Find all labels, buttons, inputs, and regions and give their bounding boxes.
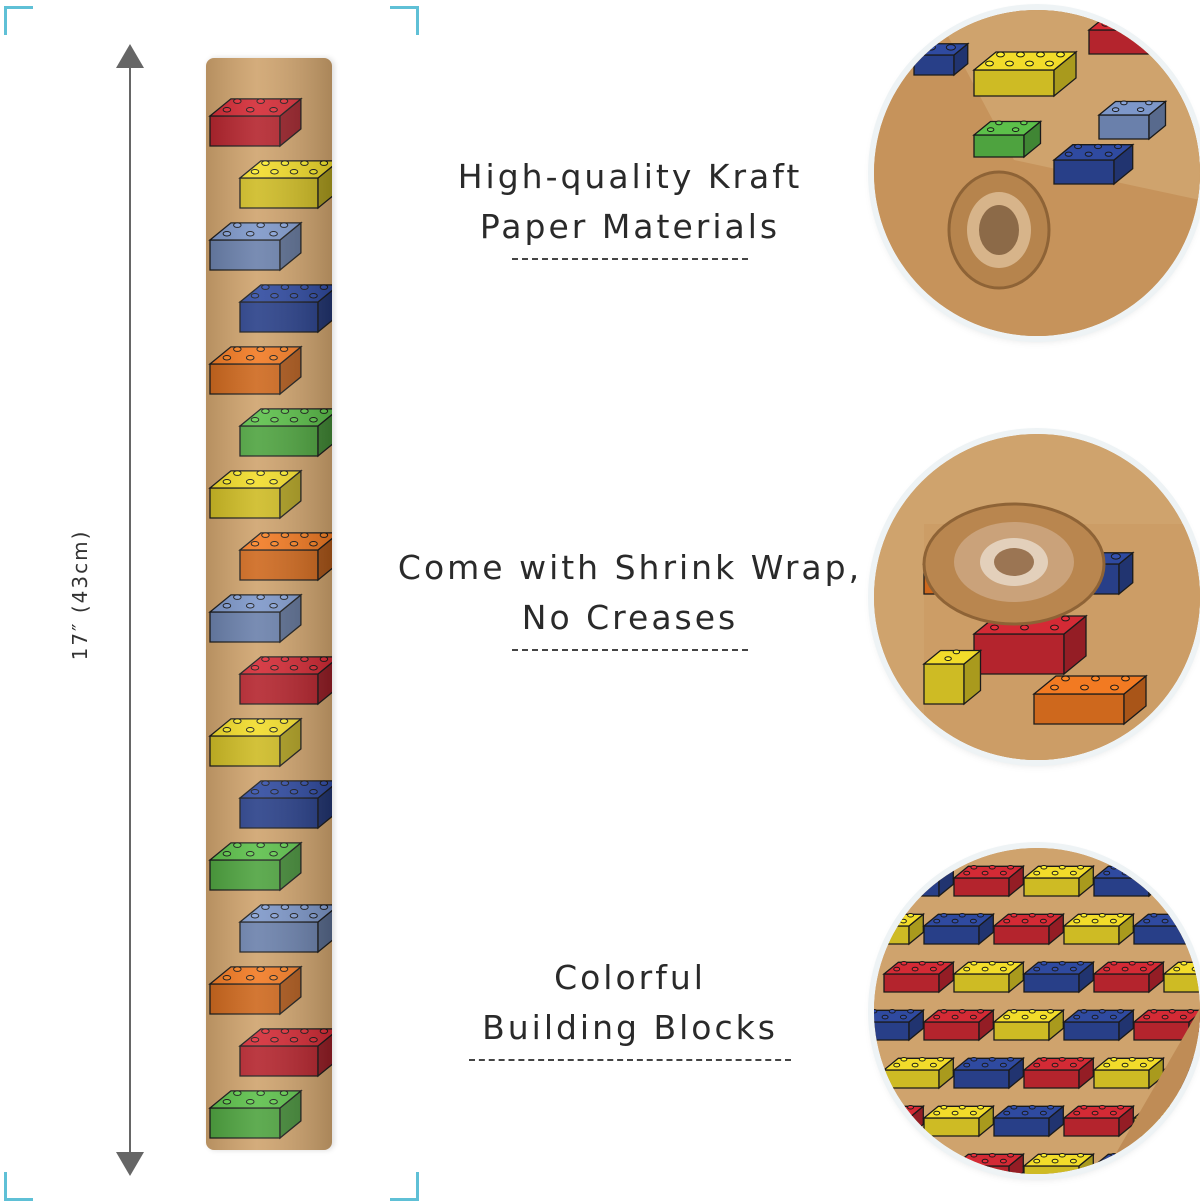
dashed-divider [512, 258, 748, 260]
building-block-icon [952, 1056, 1026, 1090]
building-block-icon [882, 1056, 956, 1090]
building-block-icon [992, 912, 1066, 946]
frame-corner-top-left [4, 6, 33, 35]
dimension-arrow [116, 44, 144, 1176]
building-block-icon [922, 649, 983, 706]
frame-corner-bottom-left [4, 1172, 33, 1201]
building-block-icon [1092, 864, 1166, 898]
building-block-icon [882, 960, 956, 994]
feature-text: No Creases [521, 598, 739, 637]
detail-photo-block-pattern [874, 848, 1200, 1174]
frame-corner-bottom-right [390, 1172, 419, 1201]
building-block-icon [922, 1008, 996, 1042]
building-block-icon [874, 1104, 926, 1138]
building-block-icon [1087, 12, 1181, 56]
frame-corner-top-right [390, 6, 419, 35]
feature-text: Building Blocks [482, 1008, 778, 1047]
building-block-icon [1162, 864, 1200, 897]
wrapping-paper-roll [206, 58, 332, 1150]
building-block-icon [1162, 1152, 1200, 1174]
detail-photo-rolled-edge [874, 434, 1200, 760]
building-block-icon [1032, 674, 1148, 726]
building-block-icon [1022, 864, 1096, 898]
roll-length-label: 17″ (43cm) [68, 529, 92, 661]
building-block-icon [882, 1152, 956, 1174]
feature-building-blocks: Colorful Building Blocks [440, 953, 820, 1061]
arrow-up-icon [116, 44, 144, 68]
feature-text: High-quality Kraft [457, 157, 803, 196]
feature-kraft-paper: High-quality Kraft Paper Materials [430, 152, 830, 260]
building-block-icon [882, 864, 956, 898]
building-block-icon [922, 912, 996, 946]
building-block-icon [972, 614, 1088, 676]
building-block-icon [1052, 143, 1135, 186]
building-block-icon [1062, 1104, 1136, 1138]
building-block-icon [1022, 960, 1096, 994]
feature-text: Come with Shrink Wrap, [397, 548, 863, 587]
building-block-icon [1092, 1056, 1166, 1090]
building-block-icon [922, 1104, 996, 1138]
building-block-icon [1092, 960, 1166, 994]
building-block-icon [912, 42, 970, 77]
feature-shrink-wrap: Come with Shrink Wrap, No Creases [395, 543, 865, 651]
building-block-icon [972, 50, 1078, 98]
building-block-icon [952, 960, 1026, 994]
dashed-divider [512, 649, 748, 651]
building-block-icon [874, 1008, 926, 1042]
building-block-icon [1022, 1056, 1096, 1090]
building-block-icon [992, 1008, 1066, 1042]
building-block-icon [1132, 912, 1200, 946]
building-block-icon [1062, 912, 1136, 946]
dashed-divider [469, 1059, 791, 1061]
feature-text: Colorful [554, 958, 706, 997]
building-block-icon [1062, 1008, 1136, 1042]
building-block-icon [1097, 100, 1168, 141]
arrow-down-icon [116, 1152, 144, 1176]
building-block-icon [952, 864, 1026, 898]
feature-text: Paper Materials [479, 207, 781, 246]
building-block-icon [992, 1104, 1066, 1138]
detail-photo-kraft-roll [874, 10, 1200, 336]
building-block-icon [972, 120, 1043, 159]
